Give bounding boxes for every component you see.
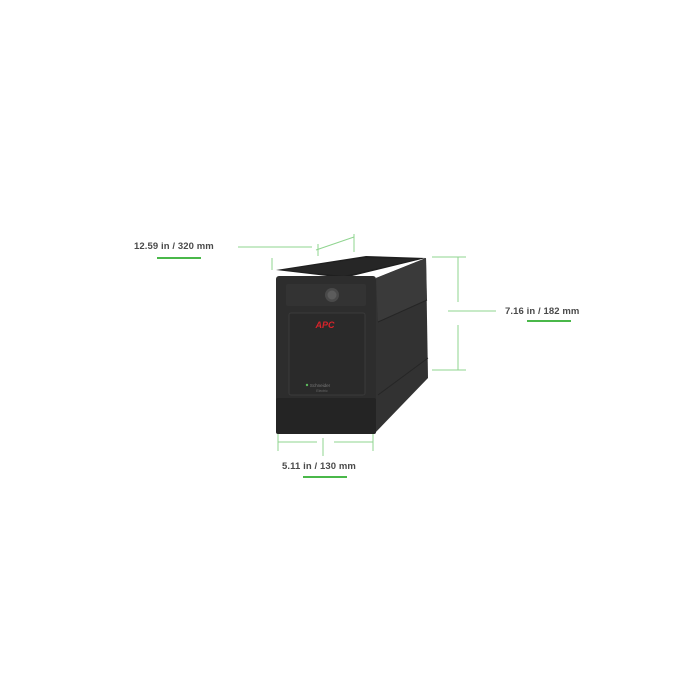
- ups-front-panel: [288, 312, 366, 396]
- apc-logo: APC: [314, 320, 335, 330]
- depth-guide-line-angled: [315, 236, 355, 251]
- svg-text:Electric: Electric: [316, 389, 328, 393]
- depth-dimension-underline: [157, 257, 201, 259]
- width-dimension-label: 5.11 in / 130 mm: [282, 461, 356, 472]
- schneider-logo: Schneider: [310, 383, 331, 388]
- ups-device: APC Schneider Electric: [276, 256, 429, 434]
- depth-dimension-label: 12.59 in / 320 mm: [134, 241, 214, 252]
- ups-base: [276, 398, 376, 434]
- height-dimension-label: 7.16 in / 182 mm: [505, 306, 580, 317]
- width-dimension-underline: [303, 476, 347, 478]
- dimension-guides: [238, 234, 496, 456]
- height-dimension-underline: [527, 320, 571, 322]
